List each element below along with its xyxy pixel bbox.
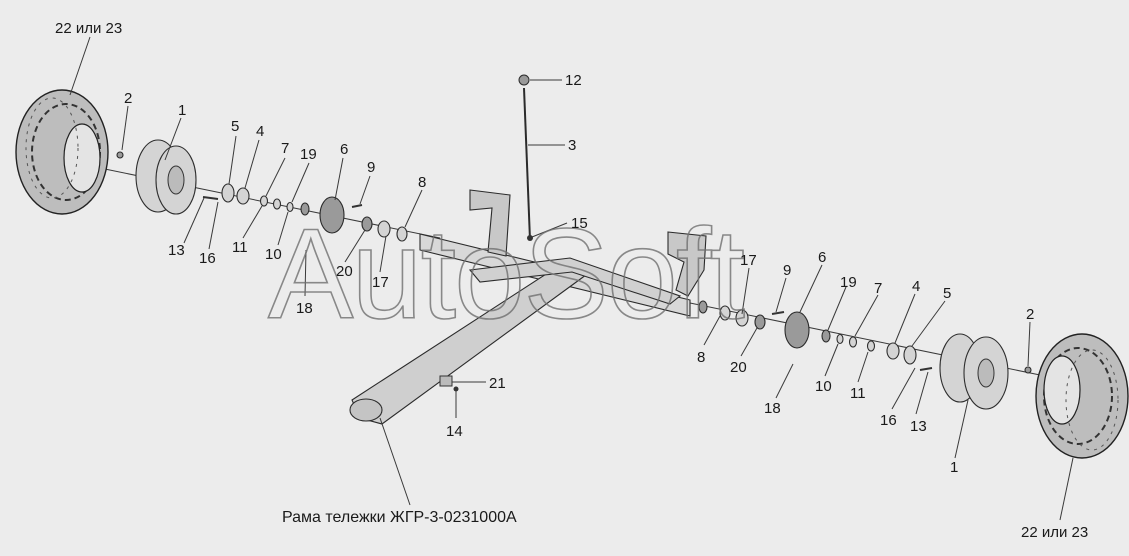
callout-13-left: 13	[168, 242, 185, 259]
right-tire	[1035, 333, 1129, 459]
callout-4-left: 4	[256, 123, 264, 140]
callout-11-right: 11	[850, 385, 866, 402]
right-rim	[939, 333, 1009, 410]
left-leader-lines	[69, 36, 423, 297]
left-tire	[15, 89, 109, 215]
callout-5-left: 5	[231, 118, 239, 135]
cart-frame	[349, 74, 707, 425]
callout-10-left: 10	[265, 246, 282, 263]
callout-16-right: 16	[880, 412, 897, 429]
callout-9-left: 9	[367, 159, 375, 176]
callout-12: 12	[565, 72, 582, 89]
callout-17-left: 17	[372, 274, 389, 291]
frame-caption: Рама тележки ЖГР-3-0231000А	[282, 509, 517, 526]
callout-10-right: 10	[815, 378, 832, 395]
right-hub-parts	[698, 300, 1032, 374]
callout-19-right: 19	[840, 274, 857, 291]
callout-18-left: 18	[296, 300, 313, 317]
left-hub-parts	[116, 151, 408, 242]
callout-17-right: 17	[740, 252, 757, 269]
callout-1-right: 1	[950, 459, 958, 476]
left-callouts: 22 или 23 2 1 5 4 7 19 6 9 8 13 16 11 10…	[55, 20, 426, 317]
center-callouts: 12 3 15 21 14	[446, 72, 588, 440]
callout-15: 15	[571, 215, 588, 232]
callout-22-23-right: 22 или 23	[1021, 524, 1088, 541]
center-leader-lines	[379, 79, 568, 506]
callout-11-left: 11	[232, 239, 248, 256]
callout-8-left: 8	[418, 174, 426, 191]
callout-3: 3	[568, 137, 576, 154]
callout-19-left: 19	[300, 146, 317, 163]
callout-20-right: 20	[730, 359, 747, 376]
right-leader-lines	[703, 264, 1074, 521]
callout-2-right: 2	[1026, 306, 1034, 323]
callout-21: 21	[489, 375, 506, 392]
callout-2-left: 2	[124, 90, 132, 107]
callout-20-left: 20	[336, 263, 353, 280]
callout-5-right: 5	[943, 285, 951, 302]
callout-4-right: 4	[912, 278, 920, 295]
callout-6-right: 6	[818, 249, 826, 266]
right-callouts: 17 9 6 19 7 4 5 2 8 20 10 11 18 16 13 1 …	[697, 249, 1088, 541]
callout-8-right: 8	[697, 349, 705, 366]
left-rim	[135, 139, 197, 215]
callout-6-left: 6	[340, 141, 348, 158]
watermark-text: AutoSoft	[268, 203, 744, 346]
callout-16-left: 16	[199, 250, 216, 267]
callout-9-right: 9	[783, 262, 791, 279]
callout-22-23-left: 22 или 23	[55, 20, 122, 37]
callout-13-right: 13	[910, 418, 927, 435]
callout-18-right: 18	[764, 400, 781, 417]
callout-14: 14	[446, 423, 463, 440]
callout-7-left: 7	[281, 140, 289, 157]
callout-7-right: 7	[874, 280, 882, 297]
callout-1-left: 1	[178, 102, 186, 119]
